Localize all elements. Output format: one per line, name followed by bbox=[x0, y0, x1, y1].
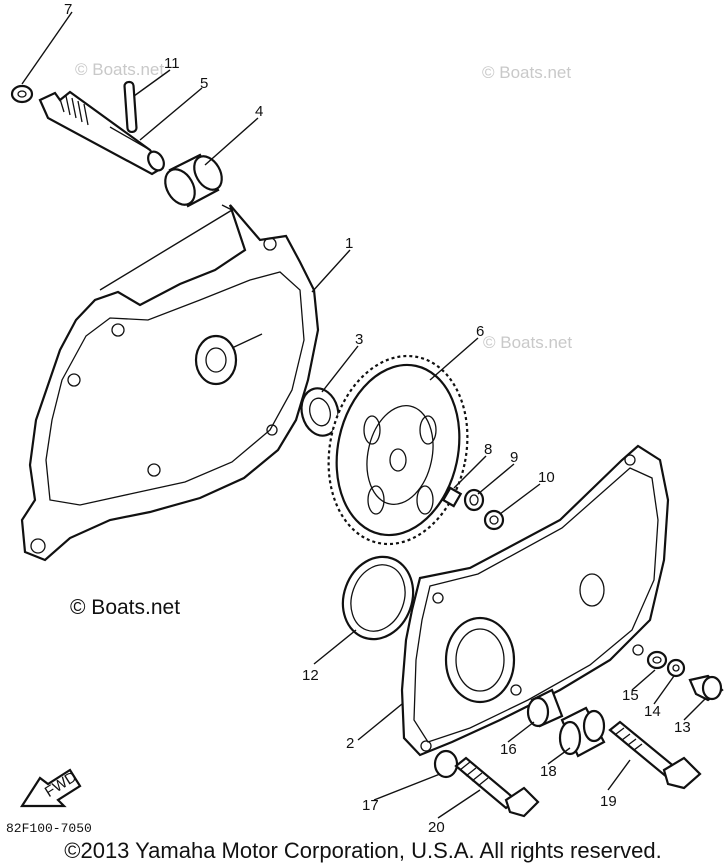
leader-20 bbox=[437, 789, 481, 819]
leader-8 bbox=[453, 455, 487, 489]
part-shaft-5 bbox=[38, 90, 165, 176]
leader-10 bbox=[499, 483, 541, 515]
brand-watermark: © Boats.net bbox=[70, 596, 181, 619]
callout-5: 5 bbox=[200, 75, 208, 92]
part-washer-9 bbox=[463, 488, 485, 512]
leader-12 bbox=[313, 629, 357, 665]
part-cover-2 bbox=[400, 444, 670, 757]
part-collar-17 bbox=[433, 749, 459, 779]
watermark-4: © Boats.net bbox=[483, 333, 572, 352]
callout-18: 18 bbox=[540, 763, 557, 780]
leader-4 bbox=[204, 117, 259, 166]
callout-20: 20 bbox=[428, 819, 445, 836]
part-bolt-13 bbox=[688, 674, 724, 702]
watermark-2: © Boats.net bbox=[482, 63, 571, 82]
tie-line bbox=[99, 204, 234, 291]
callout-19: 19 bbox=[600, 793, 617, 810]
callout-2: 2 bbox=[346, 735, 354, 752]
part-collar-16 bbox=[526, 688, 564, 728]
leader-7 bbox=[21, 11, 73, 85]
leader-1 bbox=[311, 249, 351, 293]
leader-18 bbox=[547, 747, 571, 765]
part-oring-12 bbox=[341, 555, 415, 641]
part-bolt-19 bbox=[608, 720, 702, 790]
leader-9 bbox=[477, 463, 515, 495]
callout-14: 14 bbox=[644, 703, 661, 720]
leader-14 bbox=[653, 675, 675, 705]
leader-5 bbox=[139, 87, 203, 141]
part-collar-18 bbox=[558, 706, 606, 758]
part-gear-6 bbox=[327, 354, 469, 546]
callout-13: 13 bbox=[674, 719, 691, 736]
leader-11 bbox=[133, 69, 171, 97]
callout-11: 11 bbox=[164, 55, 180, 72]
watermark-1: © Boats.net bbox=[75, 60, 164, 79]
callout-4: 4 bbox=[255, 103, 263, 120]
part-pin-11 bbox=[123, 80, 138, 134]
part-washer-7 bbox=[10, 84, 34, 104]
part-key-8 bbox=[441, 486, 463, 508]
part-clip-10 bbox=[483, 509, 505, 531]
callout-15: 15 bbox=[622, 687, 639, 704]
callout-3: 3 bbox=[355, 331, 363, 348]
callout-12: 12 bbox=[302, 667, 319, 684]
leader-2 bbox=[357, 703, 403, 741]
callout-9: 9 bbox=[510, 449, 518, 466]
diagram-code: 82F100-7050 bbox=[6, 821, 92, 836]
leader-19 bbox=[607, 759, 631, 791]
callout-8: 8 bbox=[484, 441, 492, 458]
part-bushing-4 bbox=[164, 153, 223, 208]
callout-7: 7 bbox=[64, 1, 72, 18]
part-bolt-20 bbox=[454, 756, 540, 818]
leader-15 bbox=[631, 669, 656, 691]
part-bearing-3 bbox=[300, 387, 340, 437]
callout-10: 10 bbox=[538, 469, 555, 486]
copyright-text: ©2013 Yamaha Motor Corporation, U.S.A. A… bbox=[64, 838, 662, 863]
leader-16 bbox=[507, 721, 535, 743]
callout-16: 16 bbox=[500, 741, 517, 758]
leader-3 bbox=[321, 345, 359, 393]
part-washer-15 bbox=[646, 650, 668, 670]
callout-1: 1 bbox=[345, 235, 353, 252]
callout-6: 6 bbox=[476, 323, 484, 340]
leader-6 bbox=[429, 337, 479, 381]
fwd-arrow: FWD bbox=[19, 768, 82, 808]
part-case-1 bbox=[20, 204, 320, 562]
leader-13 bbox=[683, 697, 707, 721]
callout-17: 17 bbox=[362, 797, 379, 814]
leader-17 bbox=[373, 773, 441, 801]
part-spring-washer-14 bbox=[666, 658, 686, 678]
